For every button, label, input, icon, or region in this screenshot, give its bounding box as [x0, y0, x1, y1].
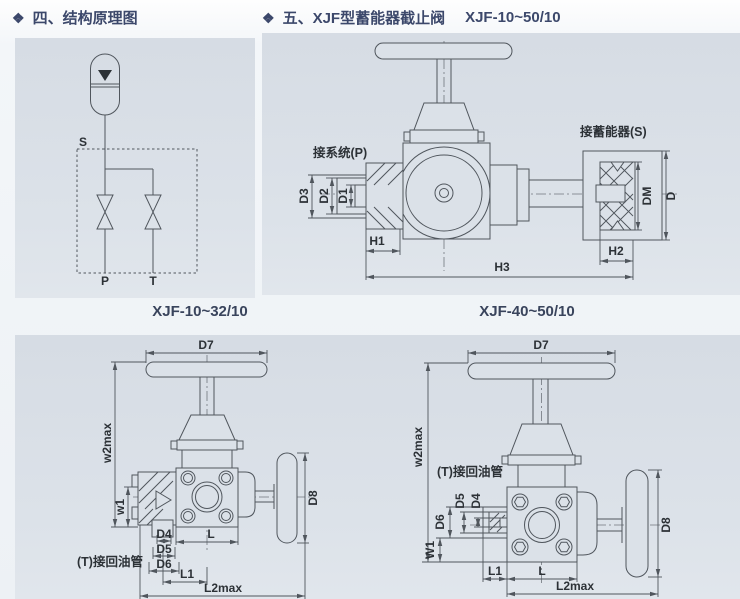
system-port-label: 接系统(P) [313, 145, 367, 160]
four-diamonds-icon: ❖ [12, 9, 25, 26]
port-label-p: P [101, 274, 109, 288]
dim-h1: H1 [369, 234, 385, 248]
port-label-t: T [149, 274, 157, 288]
section-title: 五、XJF型蓄能器截止阀 [282, 10, 446, 27]
model-range: XJF-10~50/10 [465, 9, 561, 26]
dim-d7: D7 [198, 338, 214, 352]
side-handle [625, 469, 649, 578]
shutoff-valve-symbol-right [144, 194, 162, 230]
dim-d8: D8 [306, 490, 320, 506]
dim-d3: D3 [297, 188, 311, 204]
dim-d5: D5 [156, 542, 172, 556]
return-port-stub [151, 519, 174, 538]
section-title: 四、结构原理图 [32, 10, 138, 27]
section-header-valve: ❖ 五、XJF型蓄能器截止阀 XJF-10~50/10 [262, 7, 561, 28]
section-header-structure: ❖ 四、结构原理图 [12, 7, 138, 28]
dim-w1: W1 [423, 541, 437, 559]
valve-body [374, 42, 530, 240]
dim-l: L [207, 527, 214, 541]
dim-dm: DM [640, 187, 654, 206]
dim-w2max: w2max [411, 427, 425, 468]
variant-right-title: XJF-40~50/10 [479, 303, 575, 320]
accumulator-port-fitting [529, 150, 663, 241]
flange-face [506, 486, 578, 563]
port-label-s: S [79, 135, 87, 149]
dim-h3: H3 [494, 260, 510, 274]
dim-d7: D7 [533, 338, 549, 352]
dim-d6: D6 [156, 557, 172, 571]
dim-l1: L1 [180, 567, 194, 581]
dim-d4: D4 [156, 527, 172, 541]
dim-l2max: L2max [556, 579, 594, 593]
main-drawing-panel: 接系统(P) 接蓄能器(S) D3 D2 D1 DM D H1 H2 H3 [262, 33, 740, 295]
dim-w1: w1 [113, 499, 127, 516]
accumulator-port-label: 接蓄能器(S) [580, 124, 647, 139]
dimensioning [422, 350, 662, 597]
return-port-label: (T)接回油管 [437, 464, 503, 479]
handwheel [145, 361, 268, 378]
dim-d2: D2 [317, 188, 331, 204]
variant-left-drawing: D7 w2max w1 D8 D4 D5 D6 L L1 L2max (T)接回… [77, 338, 320, 599]
valve-body [131, 361, 298, 544]
valve-boundary-box [76, 148, 198, 274]
dimensioning [308, 150, 670, 280]
dim-d8: D8 [659, 517, 673, 533]
handwheel [467, 362, 616, 380]
dim-d: D [664, 191, 678, 200]
dim-w2max: w2max [100, 423, 114, 464]
system-port-fitting [336, 162, 404, 230]
four-diamonds-icon: ❖ [262, 9, 275, 26]
schematic-drawing: S P T [76, 53, 198, 288]
dim-d4: D4 [469, 493, 483, 509]
handwheel [374, 42, 513, 60]
dim-h2: H2 [608, 244, 624, 258]
dim-l: L [538, 564, 545, 578]
side-handle [276, 452, 298, 544]
valve-body [467, 362, 649, 578]
dim-d1: D1 [336, 188, 350, 204]
schematic-panel: S P T [15, 38, 255, 298]
dim-d6: D6 [433, 514, 447, 530]
shutoff-valve-symbol-left [96, 194, 114, 230]
dim-l2max: L2max [204, 581, 242, 595]
dim-d5: D5 [453, 493, 467, 509]
main-valve-drawing: 接系统(P) 接蓄能器(S) D3 D2 D1 DM D H1 H2 H3 [297, 41, 680, 280]
variants-panel: D7 w2max w1 D8 D4 D5 D6 L L1 L2max (T)接回… [15, 335, 740, 599]
flange-face [175, 467, 239, 528]
bonnet-flange-circle [397, 146, 491, 240]
variant-left-title: XJF-10~32/10 [152, 303, 248, 320]
variant-right-drawing: D7 w2max W1 D6 D5 D4 D8 L1 L L2max (T)接回… [411, 338, 673, 597]
dim-l1: L1 [488, 564, 502, 578]
dimensioning [111, 350, 309, 599]
return-port-label: (T)接回油管 [77, 554, 143, 569]
accumulator-symbol [90, 53, 120, 116]
circuit-lines [104, 115, 154, 273]
